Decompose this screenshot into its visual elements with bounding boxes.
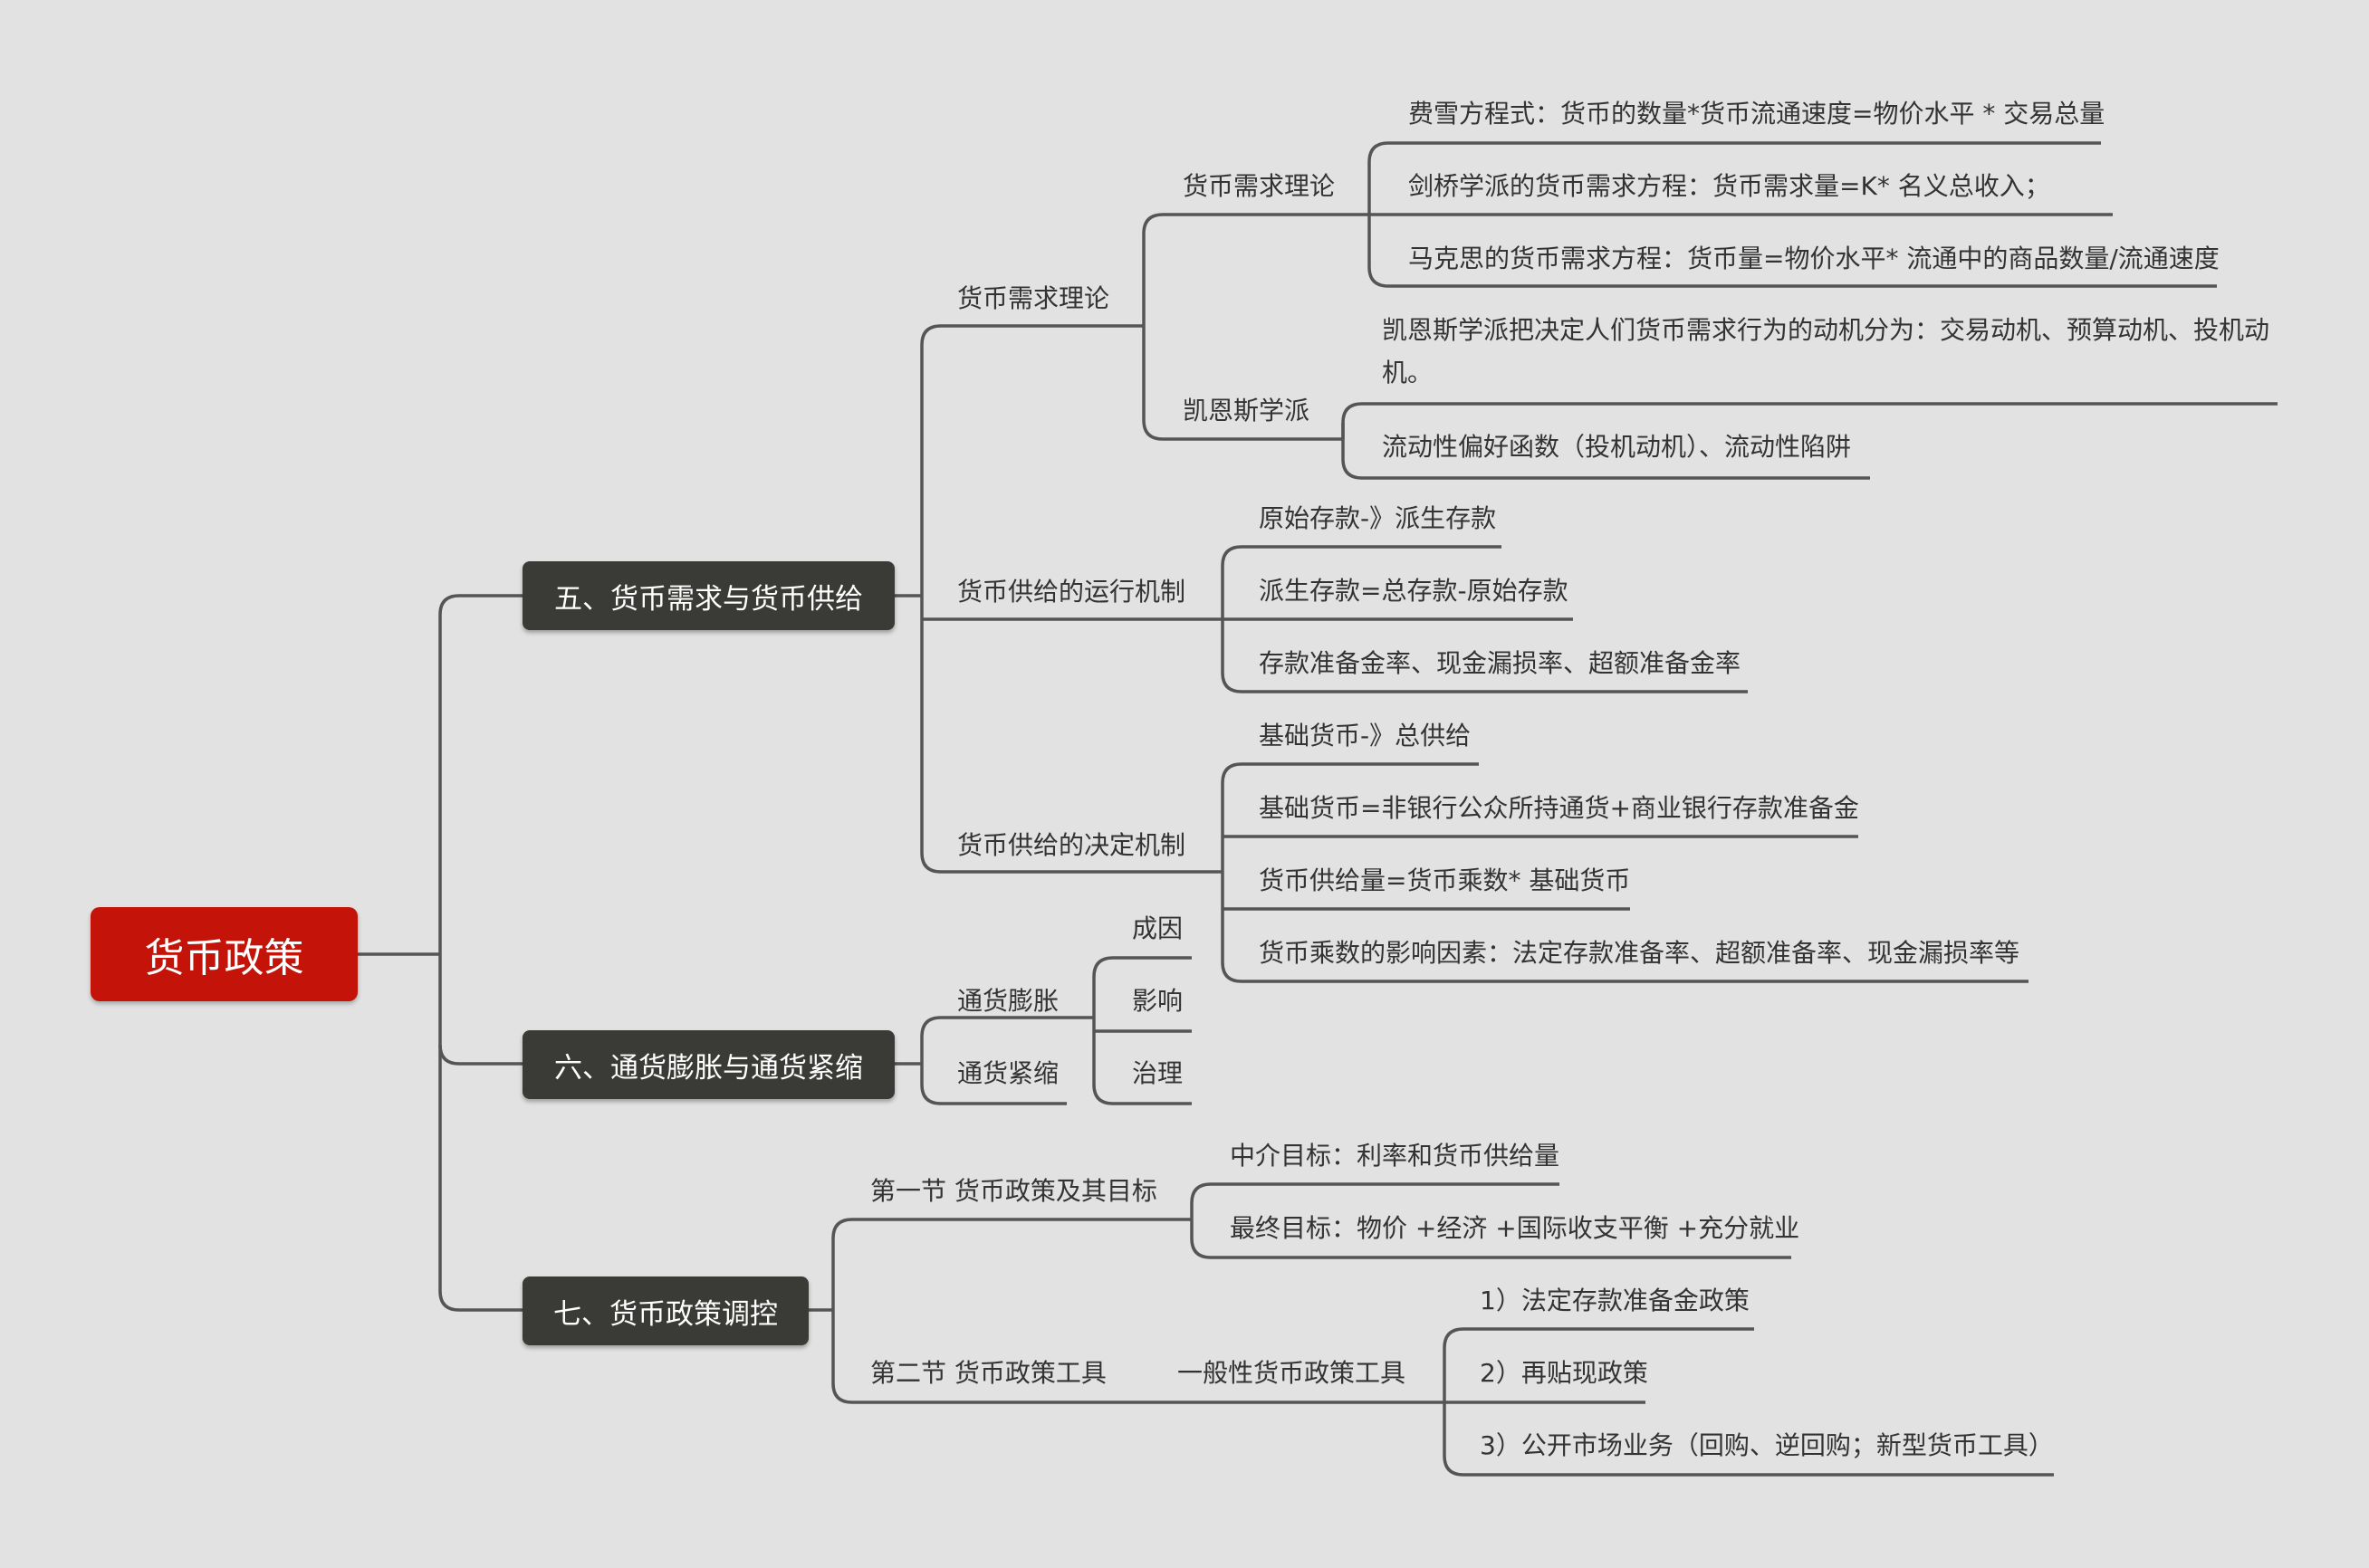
leaf-fisher-equation[interactable]: 费雪方程式：货币的数量*货币流通速度=物价水平 * 交易总量 <box>1408 99 2105 129</box>
leaf-multiplier-factors[interactable]: 货币乘数的影响因素：法定存款准备率、超额准备率、现金漏损率等 <box>1259 938 2020 968</box>
sub-section2-policy-tools[interactable]: 第二节 货币政策工具 <box>870 1358 1107 1388</box>
branch-inflation-deflation[interactable]: 六、通货膨胀与通货紧缩 <box>523 1030 895 1099</box>
leaf-derived-deposit[interactable]: 派生存款=总存款-原始存款 <box>1259 576 1568 606</box>
leaf-effects[interactable]: 影响 <box>1132 986 1184 1016</box>
leaf-rediscount-policy[interactable]: 2）再贴现政策 <box>1480 1358 1648 1388</box>
leaf-final-target[interactable]: 最终目标：物价 +经济 +国际收支平衡 +充分就业 <box>1230 1213 1800 1243</box>
leaf-causes[interactable]: 成因 <box>1132 913 1184 943</box>
sub-inflation[interactable]: 通货膨胀 <box>957 986 1060 1016</box>
leaf-intermediate-target[interactable]: 中介目标：利率和货币供给量 <box>1230 1141 1560 1171</box>
leaf-liquidity-preference[interactable]: 流动性偏好函数（投机动机）、流动性陷阱 <box>1382 432 1852 462</box>
leaf-base-money-supply[interactable]: 基础货币-》总供给 <box>1259 721 1472 751</box>
sub-general-policy-tools[interactable]: 一般性货币政策工具 <box>1177 1358 1406 1388</box>
sub-supply-operating-mechanism[interactable]: 货币供给的运行机制 <box>957 577 1186 607</box>
sub-keynesian-school[interactable]: 凯恩斯学派 <box>1183 396 1310 425</box>
leaf-reserve-ratios[interactable]: 存款准备金率、现金漏损率、超额准备金率 <box>1259 648 1741 678</box>
sub-money-demand-theory-inner[interactable]: 货币需求理论 <box>1183 171 1336 201</box>
root-node[interactable]: 货币政策 <box>91 907 358 1001</box>
leaf-reserve-requirement-policy[interactable]: 1）法定存款准备金政策 <box>1480 1286 1750 1315</box>
sub-supply-determination-mechanism[interactable]: 货币供给的决定机制 <box>957 830 1186 860</box>
sub-section1-policy-goals[interactable]: 第一节 货币政策及其目标 <box>870 1176 1157 1206</box>
branch-money-demand-supply[interactable]: 五、货币需求与货币供给 <box>523 561 895 630</box>
leaf-governance[interactable]: 治理 <box>1132 1058 1184 1088</box>
sub-deflation[interactable]: 通货紧缩 <box>957 1058 1060 1088</box>
sub-money-demand-theory[interactable]: 货币需求理论 <box>957 283 1110 313</box>
leaf-open-market-operations[interactable]: 3）公开市场业务（回购、逆回购；新型货币工具） <box>1480 1430 2054 1460</box>
leaf-original-deposit[interactable]: 原始存款-》派生存款 <box>1259 503 1497 533</box>
leaf-marx-equation[interactable]: 马克思的货币需求方程：货币量=物价水平* 流通中的商品数量/流通速度 <box>1408 244 2220 273</box>
branch-monetary-policy-control[interactable]: 七、货币政策调控 <box>523 1276 809 1345</box>
leaf-cambridge-equation[interactable]: 剑桥学派的货币需求方程：货币需求量=K* 名义总收入； <box>1408 171 2050 201</box>
leaf-base-money-definition[interactable]: 基础货币=非银行公众所持通货+商业银行存款准备金 <box>1259 793 1859 823</box>
leaf-money-supply-formula[interactable]: 货币供给量=货币乘数* 基础货币 <box>1259 865 1631 895</box>
leaf-keynes-motives[interactable]: 凯恩斯学派把决定人们货币需求行为的动机分为：交易动机、预算动机、投机动机。 <box>1382 315 2270 387</box>
